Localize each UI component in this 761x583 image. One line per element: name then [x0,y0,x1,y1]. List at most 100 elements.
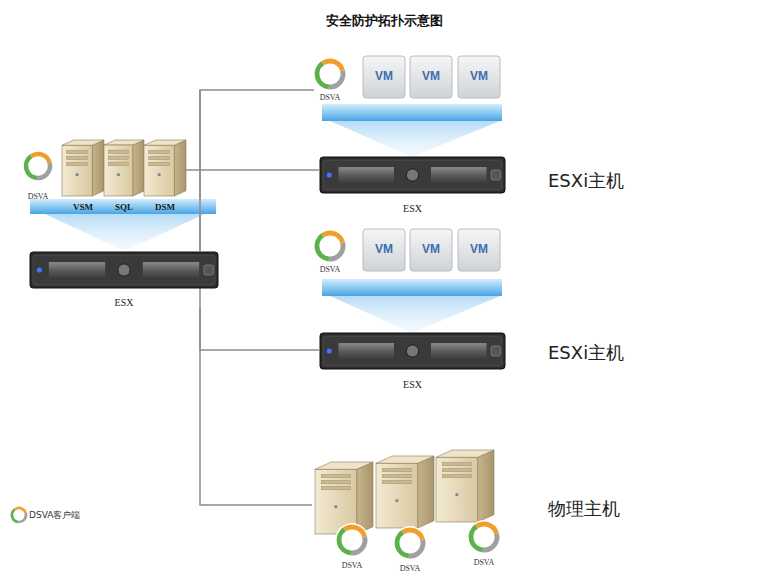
node-label: VM [422,70,440,83]
drive-bay [442,468,471,472]
dsva-logo [335,523,369,557]
drive-panel [339,343,395,359]
logo-ground [335,523,369,557]
node-label: VM [422,243,440,256]
tower-top [376,456,434,463]
power-button [76,173,79,176]
logo-arc [18,513,26,522]
vm-box [363,229,405,271]
logo-arc [345,527,365,537]
power-button [117,173,120,176]
server-tower [436,450,494,522]
logo-arc [329,71,343,87]
drive-panel [431,343,487,359]
drive-bay [382,468,411,472]
logo-arc [483,534,497,550]
power-button [158,173,161,176]
tower-top [144,140,186,145]
server-case [320,333,505,369]
vm-box [458,229,500,271]
vm-box [410,229,452,271]
drive-bay [67,156,88,160]
vm-box [458,56,500,98]
server-handle [491,346,500,356]
host-type-label: 物理主机 [548,497,620,521]
host-node: DSVA [335,523,369,571]
logo-ground [22,150,53,181]
server-button [406,345,418,357]
drive-bay [67,150,88,154]
tower-side [133,140,144,196]
status-led [327,172,332,177]
logo-ground [10,506,28,524]
logo-ground [313,229,347,263]
server-tower [104,140,144,196]
tower-side [92,140,104,196]
drive-bay [108,156,128,160]
drive-panel [339,167,395,183]
logo-ground [393,526,427,560]
logo-ground [467,520,501,554]
server-handle [491,170,500,180]
dsva-logo [467,520,501,554]
dsva-logo [10,506,28,524]
host-node: ESX [30,252,218,308]
logo-arc [329,243,343,259]
server-handle [204,265,213,275]
host-band [322,279,502,296]
node-label: VM [470,243,488,256]
vm-node: VM [410,229,452,271]
node-label: VM [375,70,393,83]
drive-bay [149,150,170,154]
server-tower [144,140,186,196]
tower-front [376,463,418,528]
host-node: DSVA [314,229,346,275]
logo-arc [323,61,343,71]
node-label: ESX [403,203,422,214]
tower-front [436,457,478,522]
logo-arc [323,233,343,243]
host-node: DSVA [22,150,54,202]
host-node: SQL [104,140,144,213]
host-node: DSVA [393,526,427,574]
server-button [406,169,418,181]
host-node: DSM [144,140,186,213]
node-label: DSVA [28,193,49,202]
logo-arc [37,163,50,178]
server-tower [62,140,104,196]
drive-bay [321,480,350,484]
host-type-label: ESXi主机 [548,169,624,193]
esx-server [320,157,505,193]
server-tower [315,462,373,534]
logo-arc [317,235,329,259]
vm-box [410,56,452,98]
drive-panel [431,167,487,183]
drive-bay [382,480,411,484]
tower-front [104,145,133,196]
vm-node: VM [458,56,500,98]
node-label: DSVA [320,266,341,275]
logo-arc [15,508,26,513]
logo-ground [313,57,347,91]
esx-server [320,333,505,369]
drive-bay [67,162,88,166]
legend-text: DSVA客户端 [29,509,80,522]
server-front [323,160,502,190]
node-label: ESX [403,379,422,390]
server-button [118,264,130,276]
diagram-title: 安全防护拓扑示意图 [326,12,443,30]
host-node: DSVA [467,520,501,568]
logo-arc [471,526,483,550]
node-label: ESX [115,297,134,308]
logo-arc [409,540,423,556]
network-bus [200,90,312,505]
network-link [186,170,320,171]
logo-arc [31,154,49,163]
host-band [322,104,502,121]
tower-top [436,450,494,457]
logo-arc [339,529,351,553]
node-label: VM [470,70,488,83]
